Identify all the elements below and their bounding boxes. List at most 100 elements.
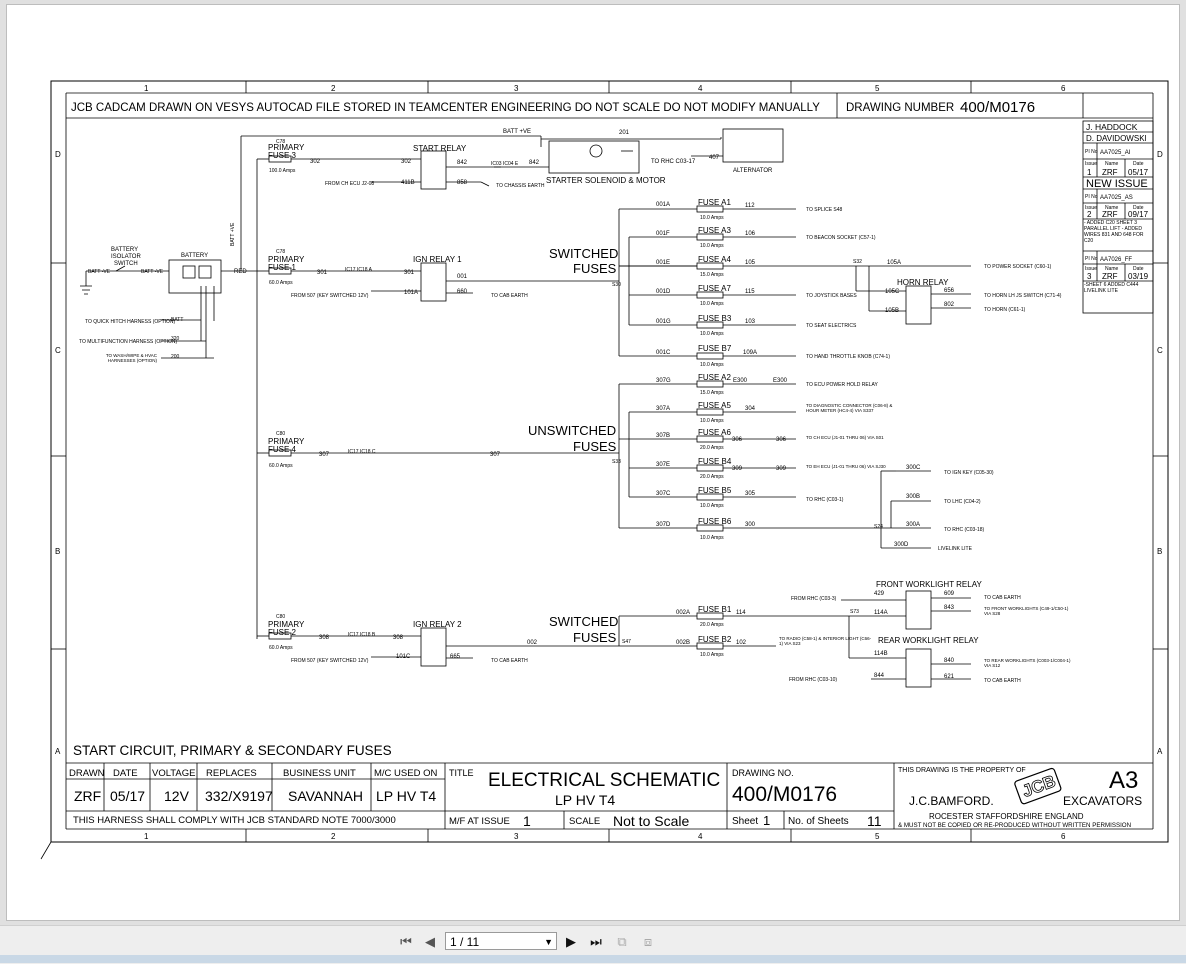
tb-value-business-unit: SAVANNAH [288, 788, 363, 804]
us-row1-wire-in: 307G [656, 378, 671, 384]
drawing-number-header: 400/M0176 [960, 99, 1035, 116]
tb-value-date: 05/17 [110, 788, 145, 804]
wire-429: 429 [874, 591, 885, 597]
fuse-b1-label: FUSE B1 [698, 605, 732, 614]
pf3-rating: 100.0 Amps [269, 168, 296, 174]
sw-row5-fuse: FUSE B3 [698, 314, 732, 323]
us-row3-rating: 20.0 Amps [700, 445, 724, 451]
rev3-date: 03/19 [1128, 272, 1149, 281]
outer-border [50, 80, 1169, 843]
banner-text: JCB CADCAM DRAWN ON VESYS AUTOCAD FILE S… [71, 102, 820, 114]
fuse-b2-wire-out: 102 [736, 640, 747, 646]
unswitched-fuses-2: FUSES [573, 439, 617, 454]
revision-block: J. HADDOCK D. DAVIDOWSKI PI No AA7025_AI… [1082, 120, 1154, 314]
batt-ve-vertical: BATT +VE [230, 222, 236, 246]
schematic-drawing: 1 2 3 4 5 6 1 2 3 4 5 6 D C B A D C B A [40, 80, 1169, 860]
wire-ic03: IC03 IC04 E [491, 161, 519, 167]
col-label-4-bottom: 4 [698, 832, 703, 841]
rev2-name: ZRF [1102, 210, 1118, 219]
rev3-note-box: -SHEET 6 ADDED C444 LIVELINK LITE [1084, 282, 1138, 294]
us-row2-rating: 10.0 Amps [700, 418, 724, 424]
tb-property: THIS DRAWING IS THE PROPERTY OF [898, 767, 1026, 774]
us-row2-wire-in: 307A [656, 406, 670, 412]
two-page-view-icon[interactable]: ⧈ [643, 934, 653, 949]
sw-row2-wire-out: 106 [745, 231, 756, 237]
to-cab-earth-2: TO CAB EARTH [491, 658, 528, 664]
us-row1-rating: 15.0 Amps [700, 390, 724, 396]
wire-320: 320 [171, 336, 180, 342]
rev2-name-label: Name [1105, 205, 1119, 211]
us-row6-wire-out: 300 [745, 522, 756, 528]
wire-660: 660 [457, 289, 468, 295]
tb-company: J.C.BAMFORD. [909, 794, 994, 808]
batt-ve-label: BATT +VE [503, 129, 531, 135]
ign-relay-2-label: IGN RELAY 2 [413, 620, 462, 629]
col-label-1: 1 [144, 84, 149, 93]
pf2-rating: 60.0 Amps [269, 645, 293, 651]
pf1-rating: 60.0 Amps [269, 280, 293, 286]
us-row5-wire-out: 305 [745, 491, 756, 497]
drawing-number-label: DRAWING NUMBER [846, 102, 954, 114]
page-number-value: 1 / 11 [450, 935, 480, 949]
tb-value-drawn: ZRF [74, 788, 101, 804]
next-page-button[interactable]: ▶ [566, 934, 576, 949]
wire-114b: 114B [874, 651, 888, 657]
tb-value-replaces: 332/X9197 [205, 788, 273, 804]
us-row4-wire-out-2: 309 [776, 466, 787, 472]
wire-844: 844 [874, 673, 885, 679]
page-number-select[interactable]: 1 / 11 ▼ [445, 932, 557, 950]
tb-header-mc-used-on: M/C USED ON [374, 768, 437, 779]
tb-drawing-no: 400/M0176 [732, 783, 837, 806]
tb-header-date: DATE [113, 768, 138, 779]
jcb-logo-text: JCB [1020, 771, 1058, 800]
s24-wire-4: 300D [894, 542, 909, 548]
sw-row2-dest: TO BEACON SOCKET (C57-1) [806, 235, 876, 241]
sw-row6-dest: TO HAND THROTTLE KNOB (C74-1) [806, 354, 890, 360]
row-label-c: C [55, 346, 61, 355]
fuse-b1-wire-in: 002A [676, 610, 690, 616]
us-row1-fuse: FUSE A2 [698, 373, 731, 382]
rev2-pi-label: PI No [1085, 194, 1098, 200]
wire-665: 665 [450, 654, 461, 660]
to-chassis-earth: TO CHASSIS EARTH [496, 183, 545, 189]
rev3-name: ZRF [1102, 272, 1118, 281]
sw-row1-rating: 10.0 Amps [700, 215, 724, 221]
motor-symbol [589, 144, 603, 158]
pf3-label2: FUSE 3 [268, 151, 297, 160]
previous-page-button[interactable]: ◀ [425, 934, 435, 949]
sw-row4-wire-in: 001D [656, 289, 671, 295]
tb-header-replaces: REPLACES [206, 768, 257, 779]
s24-wire-2: 300B [906, 494, 920, 500]
wire-802: 802 [944, 302, 955, 308]
wire-609: 609 [944, 591, 955, 597]
us-row5-dest: TO RHC (C03-1) [806, 497, 844, 503]
sw-row2-fuse: FUSE A3 [698, 226, 731, 235]
corner-mark [40, 841, 52, 860]
from-rhc-3: FROM RHC (C03-3) [791, 596, 837, 602]
from-507-1: FROM 507 (KEY SWITCHED 12V) [291, 293, 369, 299]
rev3-date-label: Date [1133, 266, 1144, 272]
row-label-c-right: C [1157, 346, 1163, 355]
start-relay-symbol [420, 150, 447, 190]
sw-row5-rating: 10.0 Amps [700, 331, 724, 337]
row-label-a: A [55, 747, 61, 756]
wire-407: 407 [709, 155, 720, 161]
sw-row2-rating: 10.0 Amps [700, 243, 724, 249]
sw-row1-wire-in: 001A [656, 202, 670, 208]
switched-fuses-b-2: FUSES [573, 630, 617, 645]
single-page-view-icon[interactable]: ⧉ [617, 934, 627, 949]
us-row1-wire-out: E300 [733, 378, 748, 384]
last-page-button[interactable]: ⏭ [590, 934, 602, 949]
us-row5-wire-in: 307C [656, 491, 671, 497]
to-rear-worklights: TO REAR WORKLIGHTS (C003-1/C004-1) VIA S… [984, 658, 1071, 668]
first-page-button[interactable]: ⏮ [400, 934, 412, 949]
fuse-b2-wire-in: 002B [676, 640, 690, 646]
sw-row4-rating: 10.0 Amps [700, 301, 724, 307]
us-row2-dest: TO DIAGNOSTIC CONNECTOR (C06-8) & HOUR M… [806, 403, 893, 413]
pf4-label1: PRIMARY [268, 437, 305, 446]
rear-worklight-relay-symbol [905, 648, 932, 688]
rev2-issue: 2 [1087, 210, 1092, 219]
rev1-pi-label: PI No [1085, 149, 1098, 155]
battery-isolator-3: SWITCH [114, 261, 138, 267]
sw-row3-fuse: FUSE A4 [698, 255, 731, 264]
